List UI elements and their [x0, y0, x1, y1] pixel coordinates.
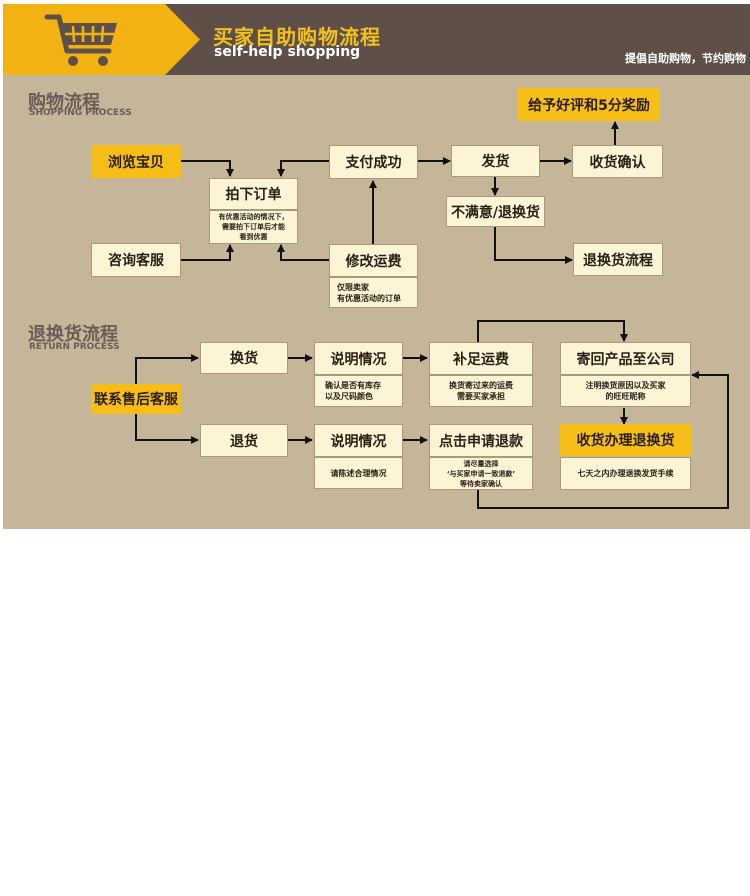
- arrow-pay-to-order: [277, 160, 329, 177]
- step-review: 给予好评和5分奖励: [518, 88, 660, 121]
- step-ship: 发货: [451, 145, 540, 177]
- explain-exchange-note: 确认是否有库存 以及尺码颜色: [314, 375, 403, 407]
- step-pay-success: 支付成功: [329, 145, 418, 179]
- step-confirm-receipt: 收货确认: [572, 145, 663, 178]
- shopping-section-title: 购物流程: [28, 92, 100, 113]
- handle-return-note: 七天之内办理退换发货手续: [560, 457, 691, 490]
- step-contact-service: 联系售后客服: [91, 384, 181, 414]
- explain-refund-note: 请陈述合理情况: [314, 457, 403, 489]
- return-section-subtitle: RETURN PROCESS: [29, 342, 120, 352]
- header-banner: 买家自助购物流程 self-help shopping 提倡自助购物，节约购物: [3, 4, 750, 75]
- send-back-note: 注明换货原因以及买家 的旺旺昵称: [560, 375, 691, 407]
- step-unsatisfied: 不满意/退换货: [446, 196, 545, 227]
- step-consult: 咨询客服: [91, 243, 181, 277]
- arrow-consult-to-order: [181, 244, 234, 261]
- step-send-back: 寄回产品至公司: [560, 342, 691, 375]
- header-title: 买家自助购物流程: [213, 25, 381, 49]
- step-apply-refund: 点击申请退款: [429, 424, 533, 457]
- step-explain-refund: 说明情况: [314, 424, 403, 457]
- step-explain-exchange: 说明情况: [314, 342, 403, 375]
- shopping-section-subtitle: SHOPPING PROCESS: [29, 108, 132, 118]
- apply-refund-note: 请尽量选择 ‘与买家申请一致退款’ 等待卖家确认: [429, 457, 533, 490]
- header-slogan: 提倡自助购物，节约购物: [625, 52, 746, 65]
- step-return-process: 退换货流程: [573, 243, 663, 276]
- step-place-order: 拍下订单: [209, 178, 298, 210]
- place-order-note: 有优惠活动的情况下， 需要拍下订单后才能 看到优惠: [209, 210, 298, 244]
- add-shipping-note: 换货寄过来的运费 需要买家承担: [429, 375, 533, 407]
- arrow-contact-to-refund: [135, 414, 199, 444]
- modify-shipping-note: 仅限卖家 有优惠活动的订单: [329, 277, 418, 308]
- step-refund: 退货: [200, 424, 288, 457]
- arrow-shipping-to-sendback: [477, 320, 628, 342]
- step-handle-return: 收货办理退换货: [560, 424, 691, 456]
- return-section-title: 退换货流程: [28, 324, 118, 345]
- header-subtitle: self-help shopping: [214, 44, 361, 60]
- arrow-browse-to-order: [181, 160, 234, 177]
- step-modify-shipping: 修改运费: [329, 244, 418, 277]
- step-exchange: 换货: [200, 342, 288, 374]
- arrow-modify-to-order: [277, 244, 329, 261]
- arrow-unsatisfied-to-return: [494, 227, 573, 264]
- shopping-cart-icon: [44, 14, 117, 66]
- arrow-apply-to-sendback: [477, 371, 729, 509]
- blank-area: [0, 530, 750, 896]
- step-browse: 浏览宝贝: [91, 145, 181, 178]
- flow-connectors: [135, 121, 729, 509]
- step-add-shipping: 补足运费: [429, 342, 533, 375]
- arrow-contact-to-exchange: [135, 354, 199, 384]
